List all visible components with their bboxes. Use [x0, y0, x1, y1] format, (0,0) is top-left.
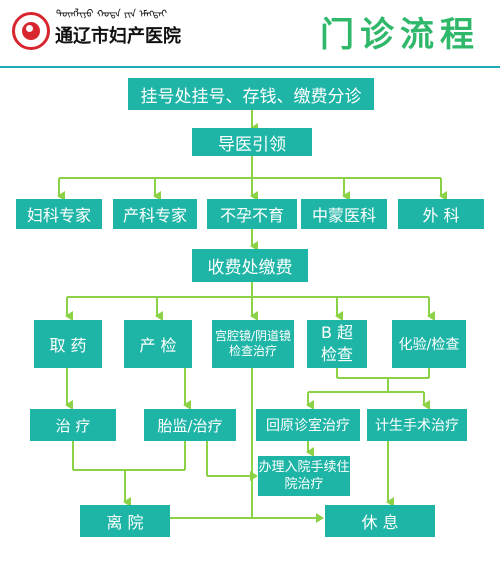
node-fetal-monitor: 胎监/治疗: [144, 409, 236, 441]
node-register: 挂号处挂号、存钱、缴费分诊: [128, 78, 374, 110]
node-lab-test: 化验/检查: [392, 320, 466, 368]
node-rest: 休 息: [325, 505, 435, 537]
header: ᠲᠦᠩᠯᠢᠶᠣ ᠬᠣᠲᠠ ᠶᠢᠨ ᠡᠮᠡᠭᠲᠡᠢ 通辽市妇产医院 门诊流程: [0, 0, 500, 66]
node-surgery: 外 科: [398, 199, 484, 229]
node-prenatal-check: 产 检: [124, 320, 192, 368]
title-divider: [0, 66, 500, 68]
node-endoscopy: 宫腔镜/阴道镜检查治疗: [212, 320, 294, 368]
node-infertility: 不孕不育: [207, 199, 297, 229]
b-ultrasound-line1: B 超: [320, 323, 354, 342]
node-admission: 办理入院手续住院治疗: [258, 456, 350, 496]
hospital-name: 通辽市妇产医院: [55, 26, 181, 47]
node-take-medicine: 取 药: [34, 320, 102, 368]
b-ultrasound-line2: 检查: [320, 345, 353, 364]
node-discharge: 离 院: [80, 505, 170, 537]
node-guide: 导医引领: [192, 128, 312, 156]
node-obstetrics: 产科专家: [113, 199, 197, 229]
hospital-logo-icon: [12, 12, 50, 50]
page-title: 门诊流程: [320, 15, 480, 55]
node-family-planning: 计生手术治疗: [367, 409, 467, 441]
mongolian-name: ᠲᠦᠩᠯᠢᠶᠣ ᠬᠣᠲᠠ ᠶᠢᠨ ᠡᠮᠡᠭᠲᠡᠢ: [56, 9, 168, 20]
node-gynecology: 妇科专家: [16, 199, 102, 229]
node-mongolian-medicine: 中蒙医科: [301, 199, 387, 229]
node-return-clinic: 回原诊室治疗: [256, 409, 360, 441]
node-payment: 收费处缴费: [192, 249, 308, 282]
node-b-ultrasound: B 超 检查: [307, 320, 367, 368]
node-treatment: 治 疗: [30, 409, 116, 441]
